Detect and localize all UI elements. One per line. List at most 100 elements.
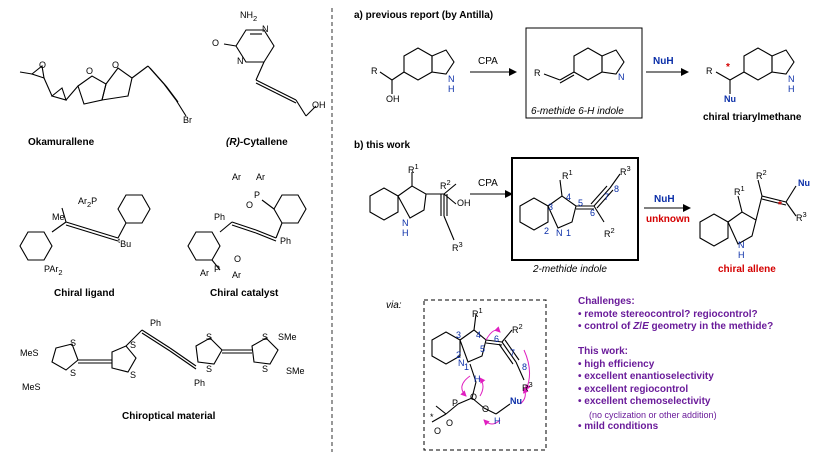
b-reactant-r2: R2	[440, 178, 451, 191]
b-reactant-r1: R1	[408, 162, 419, 175]
via-num-5: 5	[480, 344, 486, 354]
cytallene-label: (R)-Cytallene	[226, 137, 288, 148]
this-work-heading: This work:	[578, 346, 629, 357]
challenge-item: • control of Z/E geometry in the methide…	[578, 321, 774, 332]
panel-a-reactant	[379, 47, 455, 94]
via-h-1: H	[474, 374, 481, 384]
material-s-4: S	[130, 370, 137, 380]
via-num-8: 8	[522, 362, 528, 372]
via-label: via:	[386, 300, 402, 311]
panel-b-unknown: unknown	[646, 214, 690, 225]
this-work-item: • mild conditions	[578, 421, 659, 432]
b-prod-r1: R1	[734, 184, 745, 197]
b-reactant-oh: OH	[457, 198, 471, 208]
catalyst-p2: P	[214, 264, 221, 274]
catalyst-ph-1: Ph	[214, 212, 226, 222]
panel-b-cpa: CPA	[478, 178, 498, 189]
via-r1: R1	[472, 306, 483, 319]
panel-a-cpa: CPA	[478, 56, 498, 67]
ligand-par2: PAr2	[44, 264, 63, 277]
via-num-1: 1	[464, 362, 470, 372]
this-work-item: • excellent enantioselectivity	[578, 371, 714, 382]
panel-a-title: a) previous report (by Antilla)	[354, 10, 494, 21]
material-s-2: S	[70, 368, 77, 378]
b-int-num-8: 8	[614, 184, 620, 194]
via-n: N	[458, 358, 465, 368]
challenges-heading: Challenges:	[578, 296, 635, 307]
okamurallene-structure	[19, 64, 187, 117]
panel-b-intermediate	[519, 173, 621, 231]
material-s-7: S	[262, 332, 269, 342]
this-work-item: • excellent regiocontrol	[578, 383, 689, 395]
material-sme-1: SMe	[278, 332, 297, 342]
b-int-num-4: 4	[566, 192, 572, 202]
via-num-6: 6	[494, 334, 500, 344]
material-s-1: S	[70, 338, 77, 348]
panel-a-nu: Nu	[724, 94, 736, 104]
okamurallene-o2: O	[86, 66, 94, 76]
via-star: *	[430, 412, 434, 422]
b-prod-r2: R2	[756, 168, 767, 181]
this-work-subnote: (no cyclization or other addition)	[589, 409, 717, 420]
via-p: P	[452, 398, 459, 408]
material-s-6: S	[206, 364, 213, 374]
via-h-2: H	[494, 416, 501, 426]
via-electron-arrows	[460, 326, 531, 426]
b-int-num-6: 6	[590, 208, 596, 218]
b-prod-nu: Nu	[798, 178, 810, 188]
okamurallene-o3: O	[112, 60, 120, 70]
ligand-ar2p: Ar2P	[78, 196, 98, 209]
via-o-3: O	[446, 418, 454, 428]
panel-a-oh: OH	[386, 94, 400, 104]
material-sme-2: SMe	[286, 366, 305, 376]
material-mes-2: MeS	[22, 382, 41, 392]
via-r3: R3	[522, 380, 533, 393]
material-ph-2: Ph	[194, 378, 206, 388]
b-int-r2: R2	[604, 226, 615, 239]
material-s-8: S	[262, 364, 269, 374]
panel-b-product	[699, 179, 797, 247]
panel-a-prod-r: R	[706, 66, 713, 76]
b-reactant-r3: R3	[452, 240, 463, 253]
material-mes-1: MeS	[20, 348, 39, 358]
material-s-5: S	[206, 332, 213, 342]
b-int-num-7: 7	[604, 192, 610, 202]
chiral-ligand-structure	[19, 194, 151, 261]
b-int-num-3: 3	[548, 202, 554, 212]
cytallene-oh: OH	[312, 100, 326, 110]
ligand-tbu: tBu	[118, 236, 132, 249]
challenge-item: • remote stereocontrol? regiocontrol?	[578, 308, 758, 320]
b-int-r1: R1	[562, 168, 573, 181]
panel-b-reactant	[369, 172, 457, 241]
b-prod-r3: R3	[796, 210, 807, 223]
panel-a-product-caption: chiral triarylmethane	[703, 112, 802, 123]
chiral-catalyst-structure	[187, 194, 307, 271]
panel-a-nuh: NuH	[653, 56, 674, 67]
via-num-2: 2	[456, 350, 462, 360]
via-o-4: O	[434, 426, 442, 436]
via-num-3: 3	[456, 330, 462, 340]
via-num-7: 7	[510, 348, 516, 358]
via-o-1: O	[470, 392, 478, 402]
okamurallene-br: Br	[183, 115, 192, 125]
via-nu: Nu	[510, 396, 522, 406]
via-structure	[431, 313, 525, 423]
panel-a-int-n: N	[618, 72, 625, 82]
catalyst-o2: O	[234, 254, 242, 264]
chiral-ligand-label: Chiral ligand	[54, 288, 115, 299]
b-prod-star: *	[778, 200, 782, 211]
cytallene-nh2: NH2	[240, 10, 258, 23]
catalyst-ar-2: Ar	[256, 172, 265, 182]
panel-a-intermediate	[543, 47, 625, 84]
b-int-n: N	[556, 228, 563, 238]
panel-b-intermediate-caption: 2-methide indole	[533, 264, 607, 275]
b-int-num-5: 5	[578, 198, 584, 208]
via-num-4: 4	[476, 330, 482, 340]
chiral-catalyst-label: Chiral catalyst	[210, 288, 279, 299]
panel-a-intermediate-box	[525, 27, 643, 119]
via-r2: R2	[512, 322, 523, 335]
